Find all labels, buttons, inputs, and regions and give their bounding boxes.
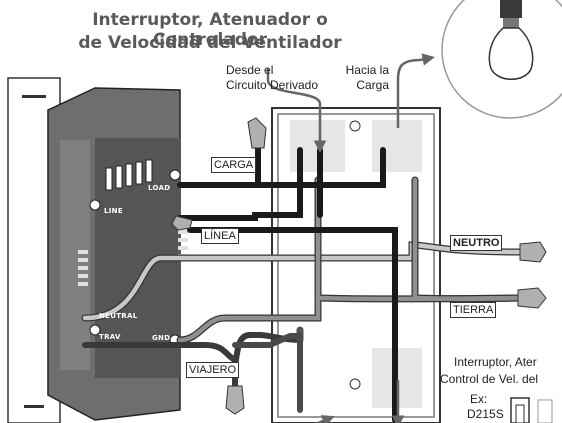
- load-terminal-label: LOAD: [148, 184, 171, 192]
- diagram-title-line1: Interruptor, Atenuador o Controlador: [92, 10, 328, 50]
- neutral-terminal-label: NEUTRAL: [99, 312, 138, 320]
- from-branch-line2: Circuito Derivado: [226, 78, 319, 92]
- remote-line2: Control de Vel. del: [440, 372, 539, 386]
- hot-wire: [177, 145, 398, 423]
- remote-line1: Interruptor, Ater: [454, 355, 537, 369]
- gnd-terminal-label: GND: [152, 334, 171, 342]
- from-branch-line1: Desde el: [226, 63, 274, 77]
- carga-wire-label: CARGA: [211, 157, 257, 173]
- wire-nut: [171, 117, 547, 415]
- remote-model-line2: D215S: [467, 407, 504, 421]
- diagram-title-line2: de Velocidad del Ventilador: [78, 33, 342, 53]
- tierra-wire-label: TIERRA: [450, 302, 497, 318]
- remote-model-line1: Ex:: [470, 392, 488, 406]
- to-load-line2: Carga: [356, 78, 389, 92]
- line-terminal-label: LINE: [104, 207, 123, 215]
- neutro-wire-label: NEUTRO: [450, 235, 503, 251]
- remote-device-icon: [510, 397, 553, 423]
- to-load-line1: Hacia la: [345, 63, 389, 77]
- viajero-wire-label: VIAJERO: [186, 362, 240, 378]
- light-bulb-icon: [441, 0, 562, 119]
- direction-arrow: [266, 53, 435, 423]
- switch-body: [47, 87, 188, 421]
- trav-terminal-label: TRAV: [99, 333, 121, 341]
- linea-wire-label: LÍNEA: [201, 228, 239, 244]
